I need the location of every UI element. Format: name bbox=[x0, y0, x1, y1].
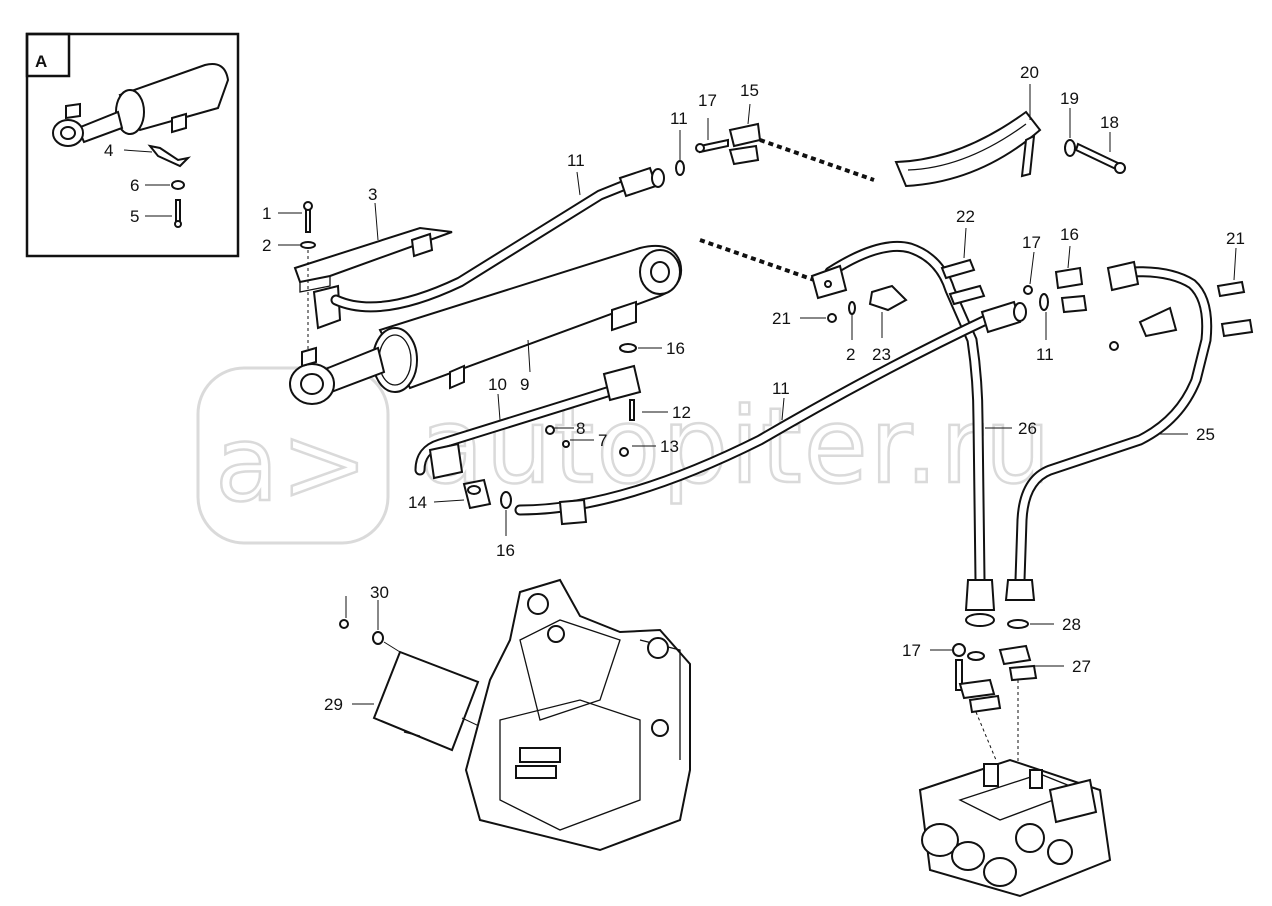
washer-2 bbox=[848, 301, 856, 315]
clamp-group-right: 21 bbox=[1109, 229, 1254, 351]
callout-label: 7 bbox=[598, 431, 607, 450]
hose-14: 11 bbox=[514, 300, 1027, 526]
callout-label: 11 bbox=[772, 379, 790, 398]
callout-label: 2 bbox=[846, 345, 855, 364]
bolt-13 bbox=[619, 447, 629, 457]
callout-label: 4 bbox=[104, 141, 113, 160]
o-ring-11 bbox=[619, 343, 637, 353]
nut-21 bbox=[827, 313, 837, 323]
callout-label: 2 bbox=[262, 236, 271, 255]
callout-label: 17 bbox=[698, 91, 717, 110]
o-ring-27 bbox=[1007, 619, 1029, 629]
detail-view-title-box bbox=[25, 32, 71, 78]
cover-plate-28 bbox=[372, 650, 480, 752]
bolt-7 bbox=[562, 440, 570, 448]
callout-label: 11 bbox=[670, 109, 688, 128]
callout-label: 10 bbox=[488, 375, 507, 394]
control-valve bbox=[918, 758, 1112, 898]
connection-line-lower bbox=[699, 238, 821, 284]
loader-frame bbox=[464, 578, 691, 852]
washer-19 bbox=[1064, 139, 1076, 157]
bolt-30 bbox=[339, 619, 349, 629]
hydraulic-cylinder-9: 9 bbox=[289, 244, 682, 405]
flange-clamp-left: 14 16 bbox=[408, 478, 515, 560]
detail-washer bbox=[171, 180, 185, 190]
detail-view-frame bbox=[25, 32, 240, 258]
detail-view-title: A bbox=[35, 52, 47, 71]
callout-label: 11 bbox=[567, 151, 585, 170]
callout-label: 20 bbox=[1020, 63, 1039, 82]
bracket-assembly: 1 2 3 bbox=[262, 185, 453, 350]
callout-label: 16 bbox=[1060, 225, 1079, 244]
callout-label: 14 bbox=[408, 493, 427, 512]
callout-label: 26 bbox=[1018, 419, 1037, 438]
bolt-12 bbox=[629, 399, 635, 421]
callout-label: 8 bbox=[576, 419, 585, 438]
detail-cylinder bbox=[52, 63, 230, 147]
detail-leader-4 bbox=[123, 149, 153, 153]
callout-label: 25 bbox=[1196, 425, 1215, 444]
callout-label: 22 bbox=[956, 207, 975, 226]
callout-label: 3 bbox=[368, 185, 377, 204]
detail-bracket bbox=[147, 144, 192, 168]
washer-8 bbox=[545, 425, 555, 435]
callout-label: 23 bbox=[872, 345, 891, 364]
washer-2 bbox=[300, 241, 316, 249]
detail-view-a: A 4 6 5 bbox=[25, 32, 240, 258]
cover-plate-group: 30 29 bbox=[324, 583, 531, 752]
detail-bolt bbox=[175, 199, 181, 223]
callout-label: 13 bbox=[660, 437, 679, 456]
o-ring-11 bbox=[500, 491, 512, 509]
valve-fittings: 28 27 17 bbox=[902, 615, 1091, 780]
callout-label: 16 bbox=[496, 541, 515, 560]
callout-label: 15 bbox=[740, 81, 759, 100]
callout-label: 17 bbox=[1022, 233, 1041, 252]
callout-label: 6 bbox=[130, 176, 139, 195]
block-23 bbox=[868, 284, 908, 312]
flange-clamp-right: 17 16 11 bbox=[1022, 225, 1088, 364]
watermark-logo-box bbox=[196, 366, 390, 545]
bolt-18 bbox=[1074, 142, 1122, 172]
callout-label: 5 bbox=[130, 207, 139, 226]
callout-label: 29 bbox=[324, 695, 343, 714]
callout-label: 30 bbox=[370, 583, 389, 602]
bolt-1 bbox=[305, 207, 311, 233]
callout-label: 9 bbox=[520, 375, 529, 394]
pipe-24: 25 bbox=[1004, 260, 1215, 601]
pipe-25: 26 bbox=[810, 240, 1037, 627]
washer-29 bbox=[372, 631, 384, 645]
o-ring-11 bbox=[675, 160, 685, 176]
watermark-logo-glyph: a> bbox=[215, 403, 370, 525]
callout-label: 28 bbox=[1062, 615, 1081, 634]
callout-label: 18 bbox=[1100, 113, 1119, 132]
callout-label: 16 bbox=[666, 339, 685, 358]
callout-label: 19 bbox=[1060, 89, 1079, 108]
clamp-group-22: 22 21 2 23 bbox=[772, 207, 986, 364]
callout-label: 12 bbox=[672, 403, 691, 422]
callout-label: 21 bbox=[772, 309, 791, 328]
guard-20: 20 19 18 bbox=[894, 63, 1126, 188]
return-line-10: 10 16 12 13 8 7 bbox=[414, 339, 691, 480]
tee-block bbox=[602, 364, 642, 402]
detail-bolt-head bbox=[174, 220, 182, 228]
callout-label: 17 bbox=[902, 641, 921, 660]
callout-label: 11 bbox=[1036, 345, 1054, 364]
callout-label: 21 bbox=[1226, 229, 1245, 248]
callout-label: 1 bbox=[262, 204, 271, 223]
flange-clamp-top: 17 15 bbox=[695, 81, 762, 166]
connection-line-upper bbox=[759, 138, 875, 182]
callout-label: 27 bbox=[1072, 657, 1091, 676]
hose-15: 11 11 bbox=[330, 109, 688, 313]
o-ring-11 bbox=[1039, 293, 1049, 311]
